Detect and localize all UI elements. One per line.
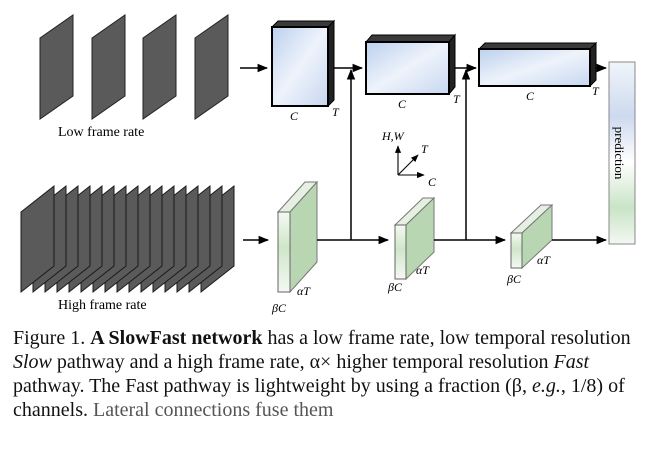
prediction-label: prediction [612, 127, 627, 180]
slow-block-2-t-label: T [453, 92, 461, 106]
fast-block-1-beta-c-label: βC [271, 301, 287, 315]
prediction-box [608, 61, 636, 245]
high-frame-rate-frames [20, 184, 235, 294]
figure-caption: Figure 1. A SlowFast network has a low f… [13, 326, 653, 422]
axis-hw-label: H,W [381, 129, 405, 143]
axis-legend [394, 145, 425, 179]
caption-text-3: pathway. The Fast pathway is lightweight… [13, 375, 532, 397]
slow-block-2 [364, 33, 457, 96]
high-frame-rate-frame [20, 184, 55, 294]
high-frame-rate-label: High frame rate [58, 298, 147, 313]
low-frame-rate-frames [39, 14, 229, 120]
fast-block-1 [276, 180, 319, 294]
slow-block-1-c-label: C [290, 109, 299, 123]
caption-text-2: pathway and a high frame rate, α× higher… [51, 351, 554, 373]
fast-block-3-beta-c-label: βC [506, 272, 522, 286]
caption-prefix: Figure 1. [13, 327, 91, 349]
slow-block-3-c-label: C [526, 89, 535, 103]
caption-slow: Slow [13, 351, 52, 373]
fast-block-2-beta-c-label: βC [387, 280, 403, 294]
axis-t-label: T [421, 142, 429, 156]
slow-block-3-t-label: T [592, 84, 600, 98]
caption-fast: Fast [553, 351, 590, 373]
fast-block-3-alpha-t-label: αT [537, 253, 551, 267]
slow-block-1-t-label: T [332, 105, 340, 119]
fast-block-2-alpha-t-label: αT [416, 263, 430, 277]
axis-c-label: C [428, 175, 437, 189]
slow-block-3 [477, 41, 598, 88]
caption-eg: e.g. [531, 375, 561, 397]
caption-text-1: has a low frame rate, low temporal resol… [262, 327, 631, 349]
caption-faded: Lateral connections fuse them [92, 399, 334, 421]
low-frame-rate-label: Low frame rate [58, 125, 144, 140]
caption-text-4: , 1/8) of channels. [13, 375, 625, 421]
caption-title: A SlowFast network [90, 327, 263, 349]
fast-block-1-alpha-t-label: αT [297, 284, 311, 298]
slow-block-1 [270, 19, 336, 108]
slow-block-2-c-label: C [398, 97, 407, 111]
slowfast-diagram: Low frame rate High frame rate C T C T C… [20, 14, 636, 315]
fast-block-2 [393, 196, 436, 281]
